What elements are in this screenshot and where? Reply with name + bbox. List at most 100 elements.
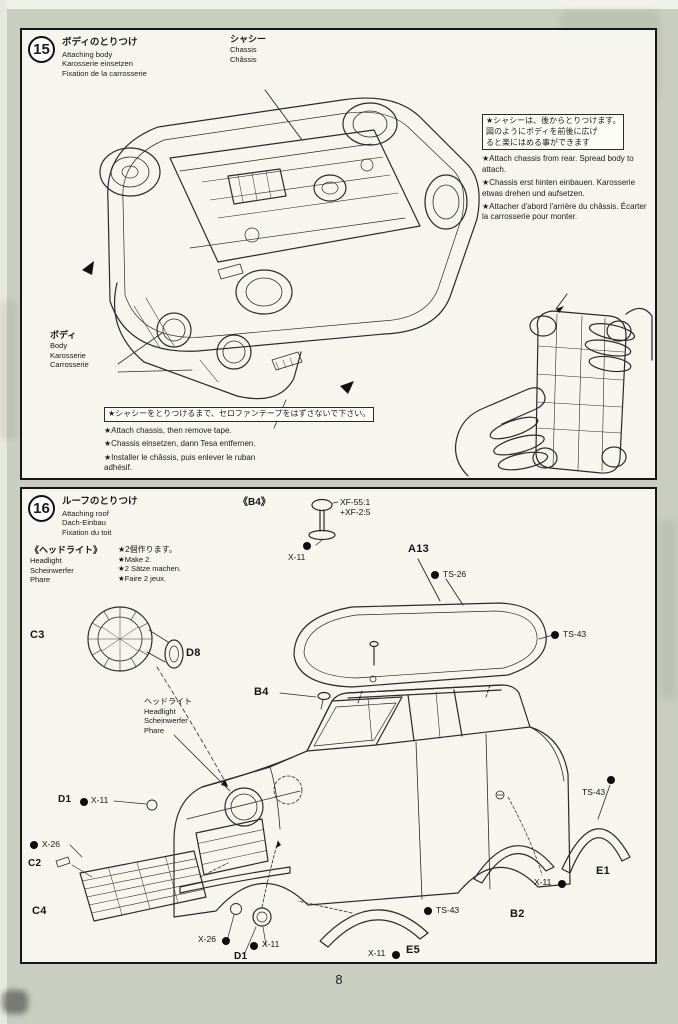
paint-dot xyxy=(30,841,38,849)
step16-illustration xyxy=(55,498,631,956)
paint-code-x26-bottom: X-26 xyxy=(198,934,216,944)
mirror-part-label: 《B4》 xyxy=(238,497,271,508)
step-title-fr: Fixation de la carrosserie xyxy=(62,68,147,78)
headlight-small-parts-illustration xyxy=(69,799,281,956)
headlight-callout-fr: Phare xyxy=(144,725,165,735)
step-title-en: Attaching body xyxy=(62,49,113,59)
body-label-en: Body xyxy=(50,341,68,351)
step-number-badge: 15 xyxy=(28,36,55,63)
step-16-panel: 16 ルーフのとりつけ Attaching roof Dach-Einbau F… xyxy=(20,487,657,964)
step-title-ja: ルーフのとりつけ xyxy=(62,496,138,507)
attach-note-en: ★Attach chassis from rear. Spread body t… xyxy=(482,154,634,174)
make-two-block: ★2個作ります。 ★Make 2. ★2 Sätze machen. ★Fair… xyxy=(118,545,181,583)
tape-note-de: ★Chassis einsetzen, dann Tesa entfernen. xyxy=(104,439,256,449)
tape-note-en: ★Attach chassis, then remove tape. xyxy=(104,425,232,435)
fender-parts-illustration xyxy=(297,784,631,948)
paint-dot xyxy=(80,798,88,806)
paint-code-x11-left: X-11 xyxy=(91,795,109,805)
bleed-through-mark xyxy=(0,300,18,440)
tape-note-ja-box: ★シャシーをとりつけるまで、セロファンテープをはずさないで下さい。 xyxy=(104,407,375,422)
attach-note-block: ★シャシーは、後からとりつけます。 図のようにボディを前後に広げ ると楽にはめる… xyxy=(482,114,654,223)
tape-note-fr: ★Installer le châssis, puis enlever le r… xyxy=(104,452,256,472)
attach-note-ja2: 図のようにボディを前後に広げ xyxy=(486,126,598,136)
step-number-badge: 16 xyxy=(28,495,55,522)
attach-note-fr: ★Attacher d'abord l'arrière du châssis. … xyxy=(482,201,647,222)
chassis-label-en: Chassis xyxy=(230,45,257,55)
body-label-ja: ボディ xyxy=(50,330,77,340)
paint-dot xyxy=(392,951,400,959)
bleed-through-mark xyxy=(659,520,677,700)
paint-code-ts26: TS-26 xyxy=(443,569,467,579)
paint-code-ts43-mid: TS-43 xyxy=(436,905,460,915)
roof-illustration xyxy=(293,558,554,704)
page-number: 8 xyxy=(335,972,343,987)
paint-dot xyxy=(222,937,230,945)
step-title-de: Dach-Einbau xyxy=(62,518,106,528)
attach-note-ja-box: ★シャシーは、後からとりつけます。 図のようにボディを前後に広げ ると楽にはめる… xyxy=(482,114,625,151)
headlight-callout-block: ヘッドライト Headlight Scheinwerfer Phare xyxy=(144,697,192,735)
paint-dot xyxy=(250,942,258,950)
step15-illustration xyxy=(82,89,653,477)
tape-note-block: ★シャシーをとりつけるまで、セロファンテープをはずさないで下さい。 ★Attac… xyxy=(104,402,375,473)
headlight-header-de: Scheinwerfer xyxy=(30,565,74,575)
make-two-de: ★2 Sätze machen. xyxy=(118,564,182,574)
mirror-paint-mix-2: +XF-2:5 xyxy=(340,507,371,517)
attach-note-ja1: ★シャシーは、後からとりつけます。 xyxy=(486,116,621,125)
tape-note-ja: ★シャシーをとりつけるまで、セロファンテープをはずさないで下さい。 xyxy=(108,409,371,418)
part-label-c4: C4 xyxy=(32,905,47,917)
upside-down-car-illustration xyxy=(82,89,480,429)
part-label-e1: E1 xyxy=(596,865,611,877)
body-label-de: Karosserie xyxy=(50,350,86,360)
headlight-header-en: Headlight xyxy=(30,556,62,566)
mirror-part-illustration xyxy=(308,498,339,546)
step-title-block: ボディのとりつけ Attaching body Karosserie einse… xyxy=(62,37,147,78)
part-label-d1-bottom: D1 xyxy=(234,951,248,962)
chassis-callout: シャシー Chassis Châssis xyxy=(230,34,266,64)
part-label-e5: E5 xyxy=(406,944,421,956)
part-label-b2: B2 xyxy=(510,908,525,920)
headlight-callout-ja: ヘッドライト xyxy=(144,697,192,706)
body-callout: ボディ Body Karosserie Carrosserie xyxy=(50,330,89,369)
body-label-fr: Carrosserie xyxy=(50,360,89,369)
scan-edge-left xyxy=(0,0,7,1024)
part-label-a13: A13 xyxy=(408,543,430,555)
paint-code-x11-e5: X-11 xyxy=(368,948,386,958)
grille-part-illustration xyxy=(55,850,229,922)
make-two-fr: ★Faire 2 jeux. xyxy=(118,573,166,583)
headlight-header-ja: 《ヘッドライト》 xyxy=(30,545,103,555)
paint-dot xyxy=(551,631,559,639)
headlight-callout-de: Scheinwerfer xyxy=(144,716,188,726)
scan-corner-mark xyxy=(2,990,28,1014)
paint-code-ts43-roof: TS-43 xyxy=(563,629,587,639)
paint-code-x11-mirror: X-11 xyxy=(288,552,306,562)
car-body-illustration xyxy=(173,684,571,918)
part-label-c2: C2 xyxy=(28,858,42,869)
hands-holding-car-illustration xyxy=(455,293,653,477)
attach-note-ja3: ると楽にはめる事ができます xyxy=(486,137,590,147)
paint-code-ts43-right: TS-43 xyxy=(582,787,606,797)
chassis-label-fr: Châssis xyxy=(230,54,257,64)
chassis-label-ja: シャシー xyxy=(230,34,267,44)
paint-code-x26-left: X-26 xyxy=(42,839,60,849)
paint-dot xyxy=(558,880,566,888)
part-label-d8: D8 xyxy=(186,647,201,659)
part-label-c3: C3 xyxy=(30,629,45,641)
mirror-paint-mix-1: XF-55:1 xyxy=(340,497,371,507)
step-15-panel: 15 ボディのとりつけ Attaching body Karosserie ei… xyxy=(20,28,657,480)
make-two-ja: ★2個作ります。 xyxy=(118,545,177,554)
paint-dot xyxy=(424,907,432,915)
attach-note-de: ★Chassis erst hinten einbauen. Karosseri… xyxy=(482,178,636,198)
paint-dot xyxy=(431,571,439,579)
scan-edge-top xyxy=(0,0,678,9)
headlight-header-fr: Phare xyxy=(30,575,51,584)
make-two-en: ★Make 2. xyxy=(118,555,152,564)
part-label-d1-left: D1 xyxy=(58,794,72,805)
step-title-fr: Fixation du toit xyxy=(62,527,112,537)
headlight-callout-en: Headlight xyxy=(144,707,176,716)
paint-code-x11-bottom: X-11 xyxy=(262,939,280,949)
headlight-header-block: 《ヘッドライト》 Headlight Scheinwerfer Phare xyxy=(30,545,102,584)
step-title-block: ルーフのとりつけ Attaching roof Dach-Einbau Fixa… xyxy=(62,496,138,537)
step-title-en: Attaching roof xyxy=(62,508,109,518)
paint-code-x11-right: X-11 xyxy=(534,877,552,887)
headlight-detail-illustration xyxy=(87,606,229,788)
